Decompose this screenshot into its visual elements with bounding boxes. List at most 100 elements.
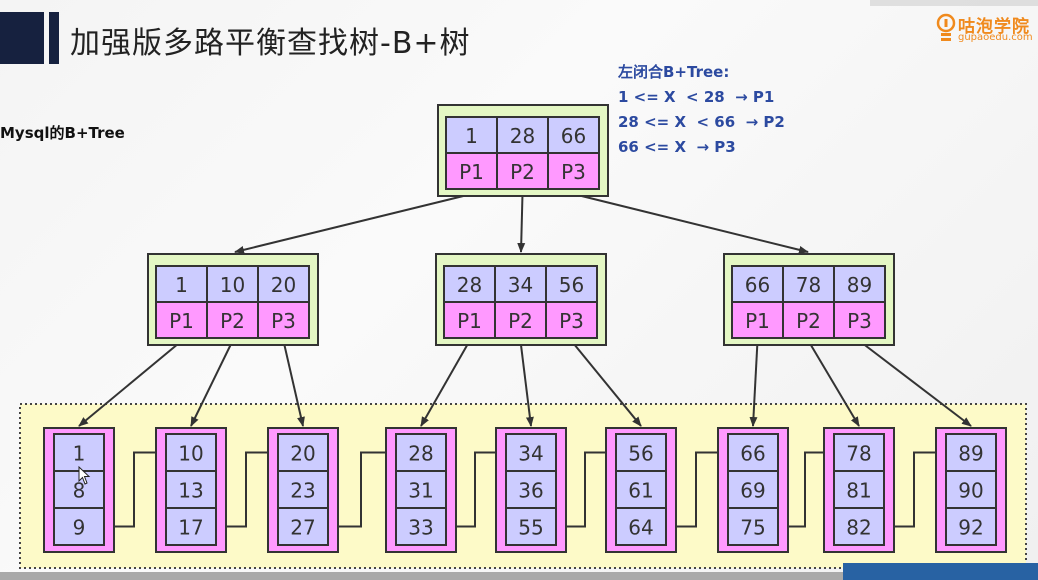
- leaf-key-cell: [615, 507, 667, 546]
- internal-edge: [858, 340, 972, 427]
- leaf-key-label: 90: [958, 479, 983, 503]
- root-edge: [234, 193, 472, 254]
- leaf-key-cell: [945, 470, 997, 509]
- pointer-label: P2: [508, 309, 533, 333]
- leaf-link-arrow: [104, 448, 165, 528]
- leaf-key-cell: [505, 507, 557, 546]
- leaf-key-cell: [53, 433, 105, 472]
- leaf-key-cell: [277, 507, 329, 546]
- leaf-key-label: 13: [178, 479, 203, 503]
- pointer-label: P2: [796, 309, 821, 333]
- root-edge: [517, 193, 526, 253]
- leaf-key-label: 10: [178, 442, 203, 466]
- key-cell: [496, 116, 549, 154]
- leaf-node: 78 81 82: [823, 427, 895, 553]
- root-edge: [573, 193, 809, 254]
- key-label: 10: [220, 273, 245, 297]
- legend-rule: 66 <= X → P3: [618, 138, 736, 156]
- key-cell: [445, 116, 498, 154]
- pointer-label: P2: [220, 309, 245, 333]
- brand-logo: 咕泡学院 gupaoedu.com: [936, 12, 1033, 46]
- video-overlay-bar: [870, 0, 1038, 6]
- internal-edge: [282, 340, 305, 427]
- key-label: 66: [745, 273, 770, 297]
- leaf-key-label: 33: [408, 516, 433, 540]
- leaf-key-cell: [727, 433, 779, 472]
- leaf-key-label: 34: [518, 442, 543, 466]
- pointer-cell: [547, 152, 600, 190]
- leaf-key-cell: [395, 507, 447, 546]
- internal-edge: [78, 340, 183, 427]
- pointer-label: P3: [847, 309, 872, 333]
- leaf-key-label: 55: [518, 516, 543, 540]
- leaf-link-arrow: [666, 448, 727, 528]
- leaf-key-label: 8: [73, 479, 86, 503]
- tree-edges: [78, 193, 972, 528]
- internal-edge: [807, 340, 860, 427]
- key-label: 56: [559, 273, 584, 297]
- key-label: 34: [508, 273, 533, 297]
- range-legend: 左闭合B+Tree: 1 <= X < 28 → P1 28 <= X < 66…: [618, 60, 785, 160]
- leaf-link-arrow: [778, 448, 833, 528]
- leaf-key-label: 17: [178, 516, 203, 540]
- leaf-link-arrow: [328, 448, 395, 528]
- leaf-key-label: 9: [73, 516, 86, 540]
- pointer-cell: [545, 301, 598, 339]
- title-accent-block: [0, 12, 44, 64]
- leaf-node: 10 13 17: [155, 427, 227, 553]
- leaf-key-cell: [395, 433, 447, 472]
- leaf-key-label: 64: [628, 516, 653, 540]
- internal-edge: [519, 340, 534, 427]
- leaf-key-label: 82: [846, 516, 871, 540]
- pointer-cell: [445, 152, 498, 190]
- pointer-cell: [443, 301, 496, 339]
- key-cell: [833, 265, 886, 303]
- leaf-link-arrow: [446, 448, 505, 528]
- leaf-key-label: 31: [408, 479, 433, 503]
- leaf-key-label: 69: [740, 479, 765, 503]
- leaf-key-label: 27: [290, 516, 315, 540]
- key-label: 20: [271, 273, 296, 297]
- key-cell: [155, 265, 208, 303]
- brand-url: gupaoedu.com: [958, 32, 1033, 43]
- key-label: 28: [510, 124, 535, 148]
- leaf-key-label: 92: [958, 516, 983, 540]
- legend-rule: 28 <= X < 66 → P2: [618, 113, 785, 131]
- internal-edge: [570, 340, 642, 427]
- key-cell: [257, 265, 310, 303]
- key-label: 89: [847, 273, 872, 297]
- leaf-key-cell: [277, 433, 329, 472]
- lightbulb-icon: [936, 13, 956, 41]
- leaf-key-label: 66: [740, 442, 765, 466]
- video-controls-overlay: [843, 563, 1038, 580]
- leaf-key-label: 89: [958, 442, 983, 466]
- pointer-label: P1: [457, 309, 482, 333]
- leaf-key-cell: [505, 470, 557, 509]
- leaf-key-label: 23: [290, 479, 315, 503]
- leaf-key-label: 56: [628, 442, 653, 466]
- internal-edge: [749, 340, 759, 427]
- pointer-label: P1: [745, 309, 770, 333]
- leaf-key-cell: [53, 507, 105, 546]
- pointer-label: P1: [459, 160, 484, 184]
- leaf-node: 189: [43, 427, 115, 553]
- key-cell: [545, 265, 598, 303]
- pointer-cell: [782, 301, 835, 339]
- key-label: 78: [796, 273, 821, 297]
- leaf-link-arrow: [884, 448, 945, 528]
- leaf-key-cell: [165, 433, 217, 472]
- leaf-link-arrow: [216, 448, 277, 528]
- leaf-key-label: 78: [846, 442, 871, 466]
- leaf-key-label: 81: [846, 479, 871, 503]
- leaf-key-cell: [833, 433, 885, 472]
- leaf-key-cell: [615, 433, 667, 472]
